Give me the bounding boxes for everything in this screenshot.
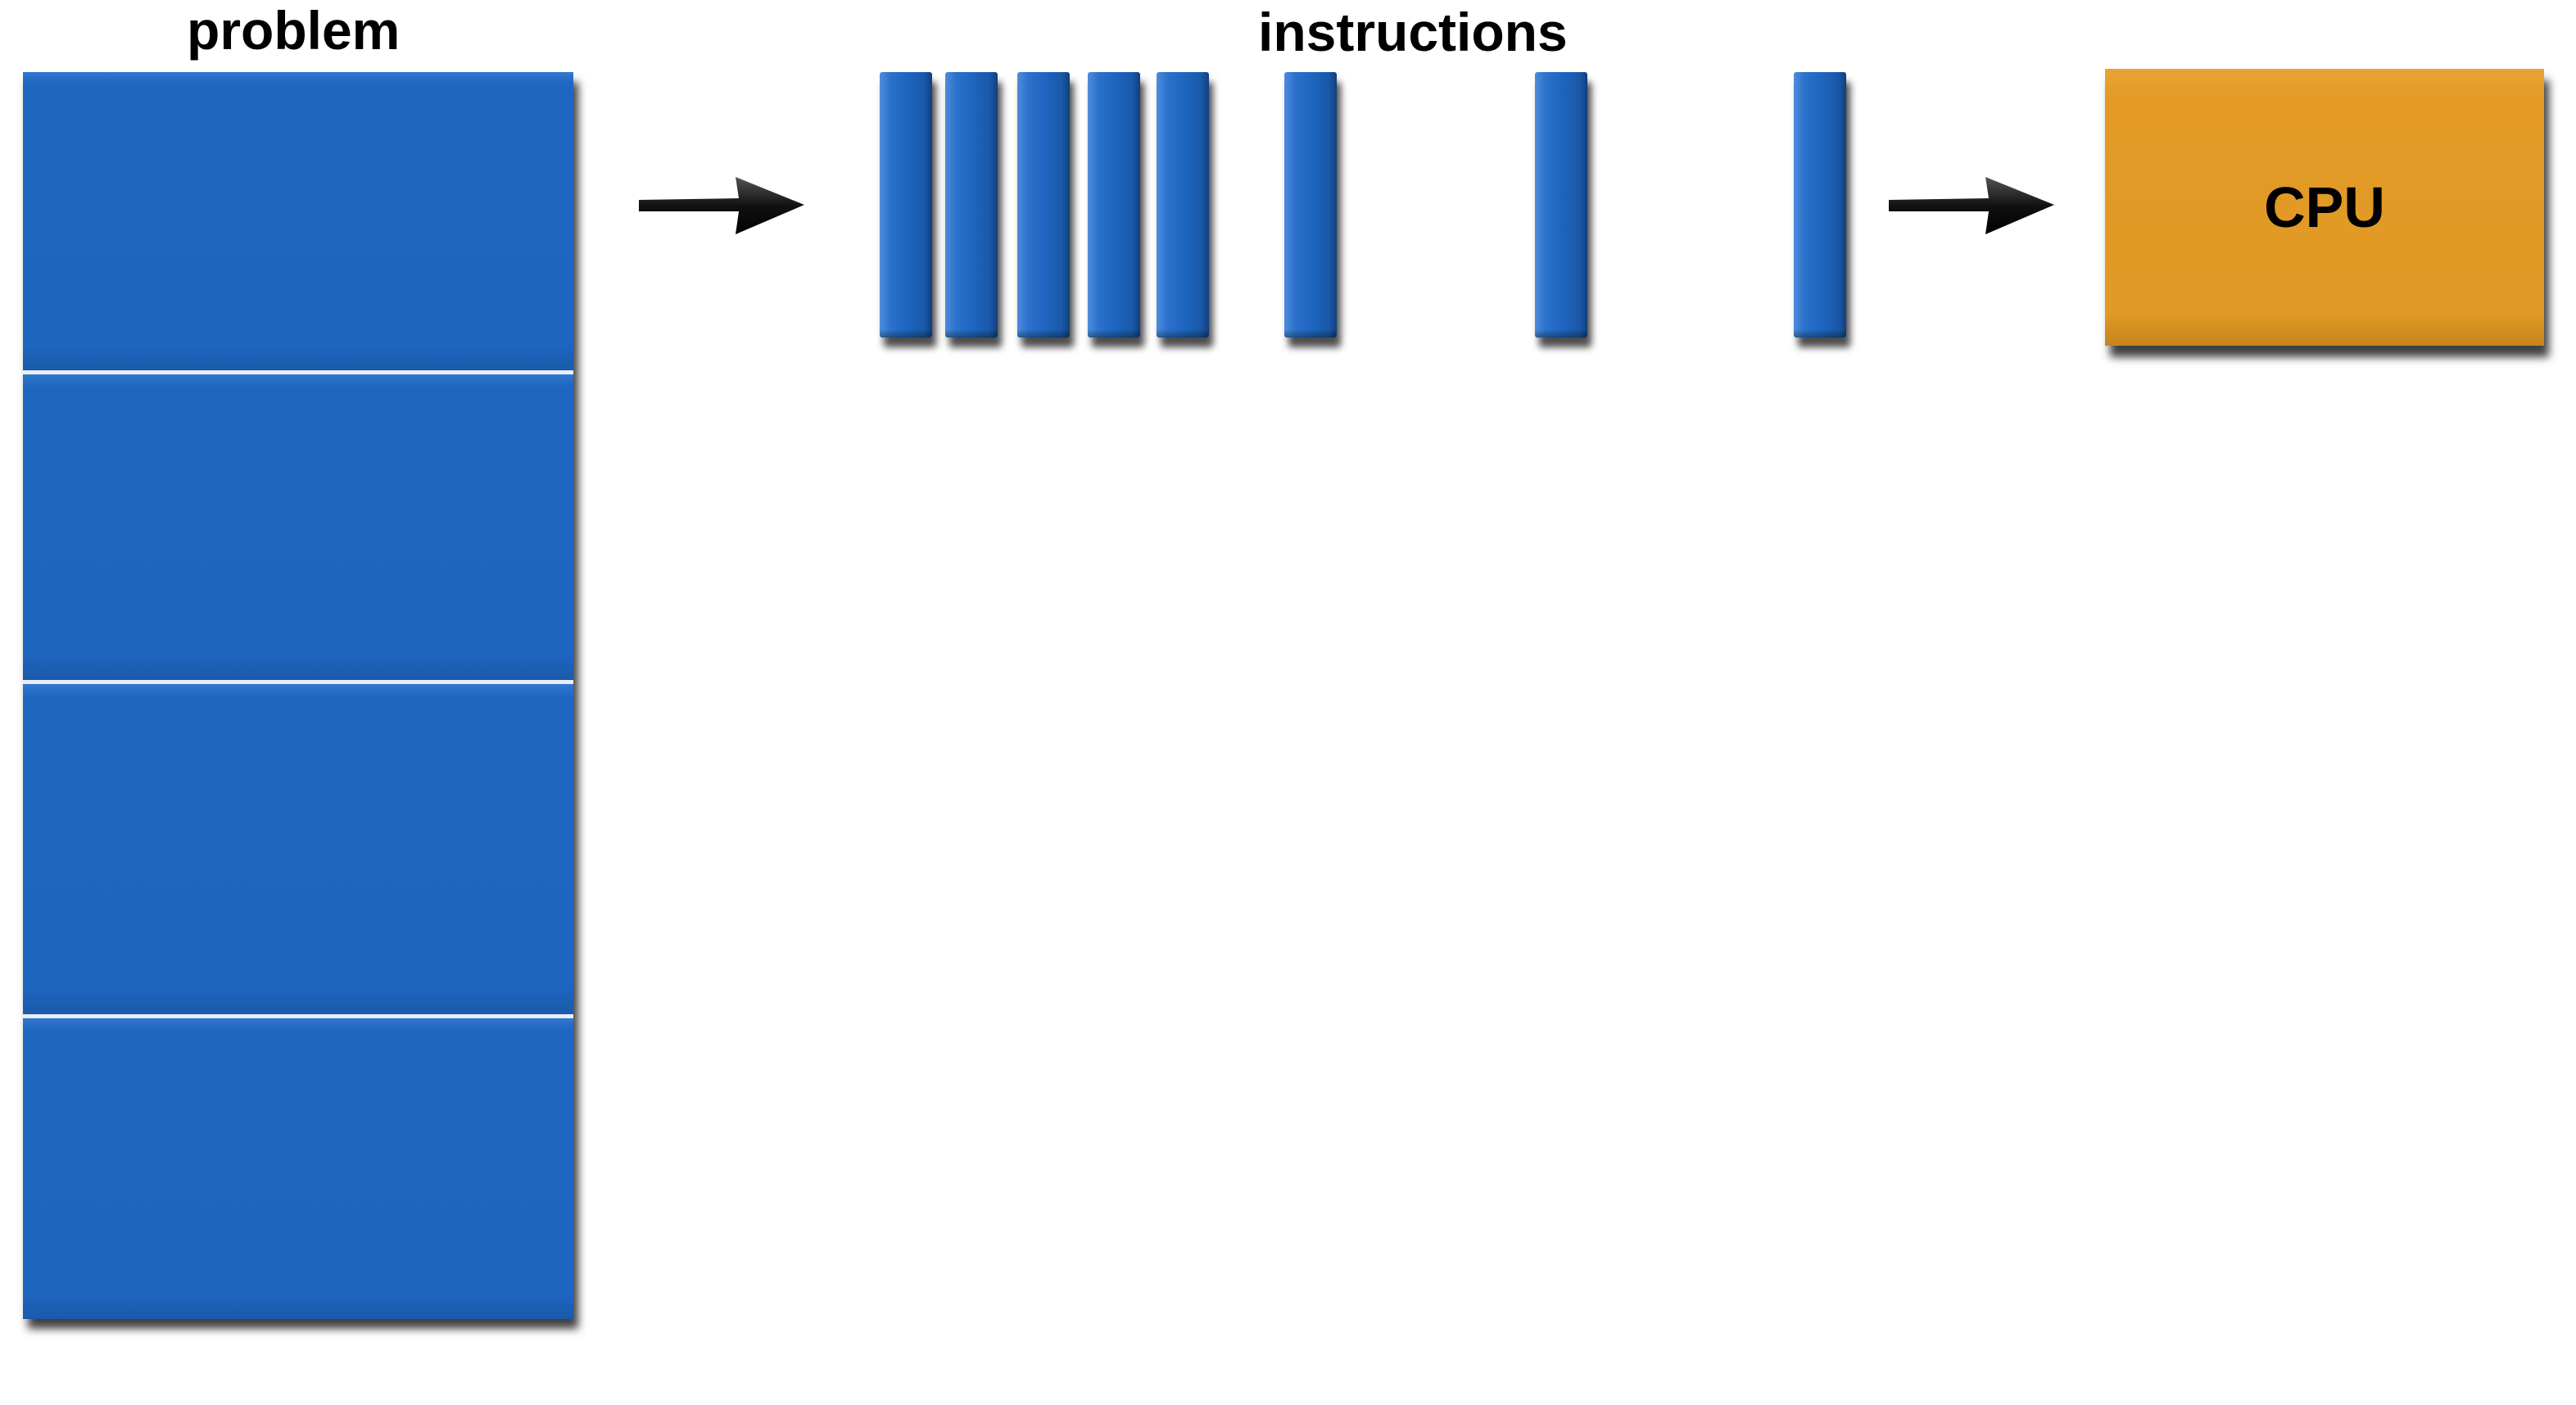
instruction-bar-7	[1535, 72, 1587, 338]
cpu-box: CPU	[2105, 69, 2544, 346]
problem-divider-2	[23, 680, 573, 684]
problem-divider-1	[23, 370, 573, 374]
instruction-bar-2	[945, 72, 998, 338]
problem-divider-3	[23, 1014, 573, 1018]
right-arrow-icon	[639, 177, 804, 234]
instruction-bar-5	[1157, 72, 1209, 338]
instruction-bar-4	[1088, 72, 1140, 338]
instruction-bar-6	[1284, 72, 1337, 338]
instruction-bar-3	[1017, 72, 1070, 338]
right-arrow-icon	[1889, 177, 2054, 234]
problem-segment-1	[23, 72, 573, 370]
problem-block	[23, 72, 573, 1319]
instruction-bar-1	[880, 72, 932, 338]
instruction-bar-8	[1794, 72, 1846, 338]
problem-segment-4	[23, 1018, 573, 1319]
problem-segment-2	[23, 374, 573, 680]
instructions-label: instructions	[1258, 2, 1568, 62]
cpu-label: CPU	[2264, 175, 2385, 239]
problem-segment-3	[23, 684, 573, 1014]
problem-label: problem	[187, 0, 401, 61]
